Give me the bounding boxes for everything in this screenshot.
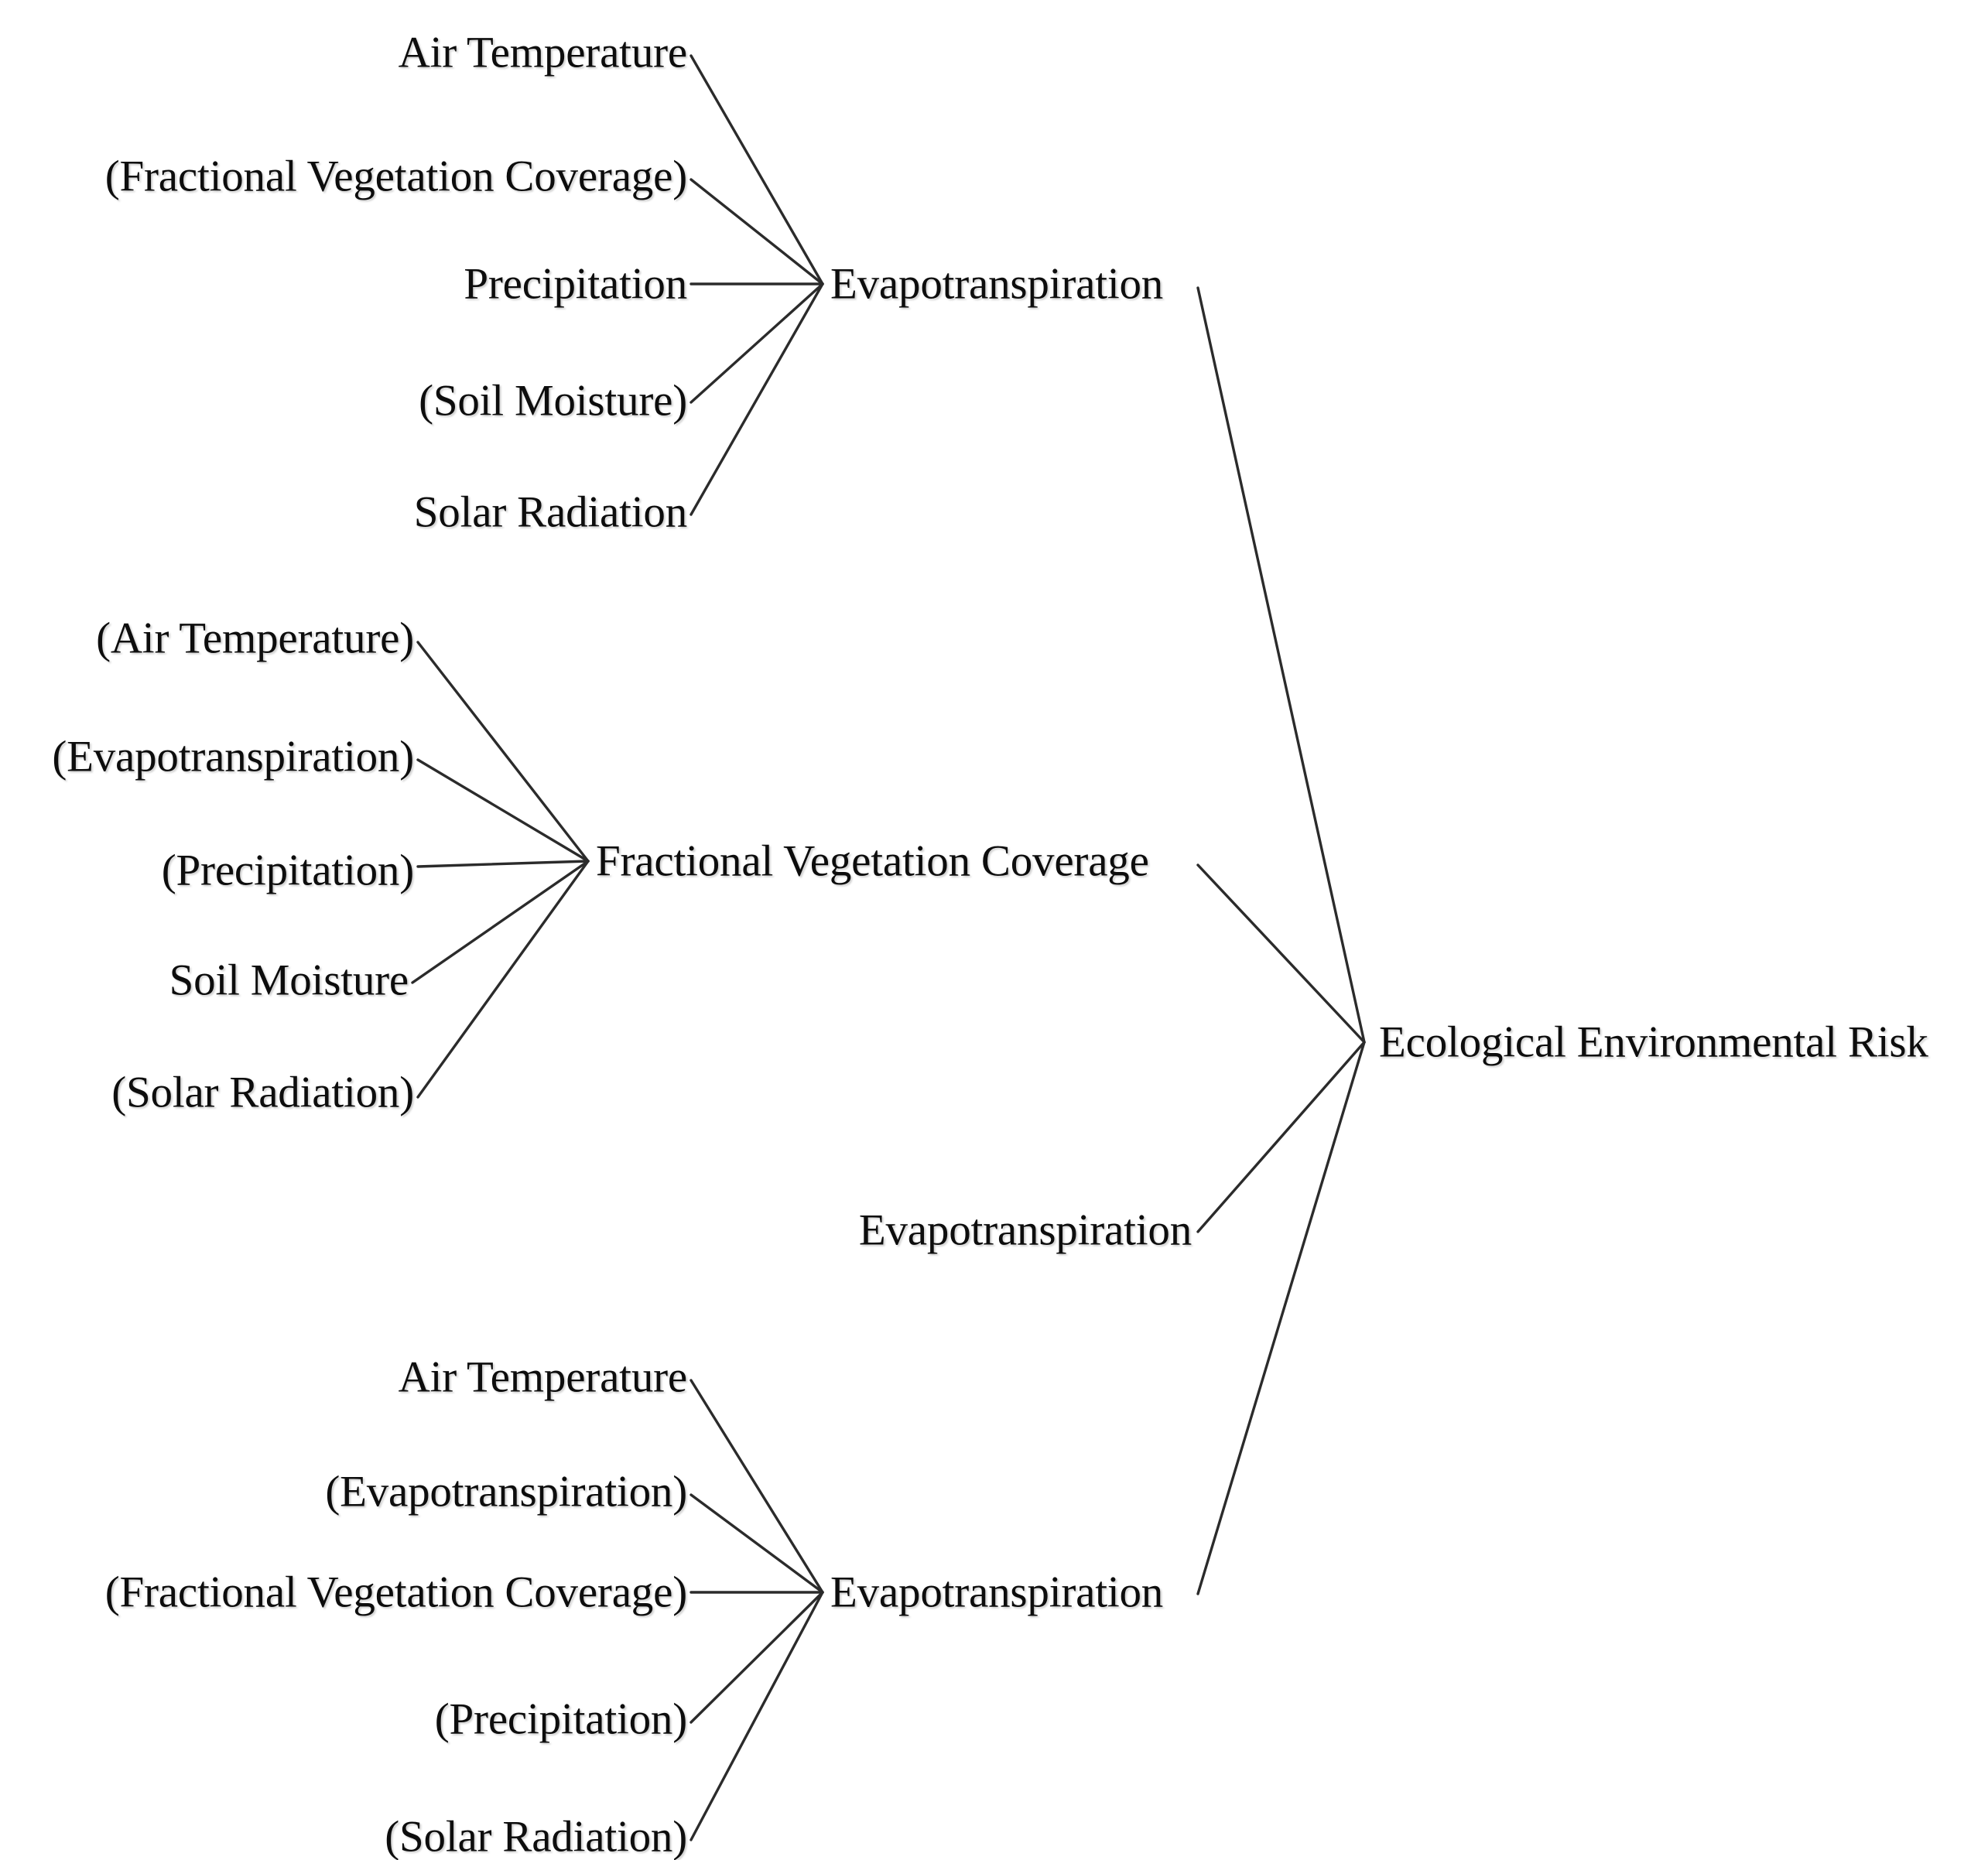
hub-label-evapotranspiration-bottom: Evapotranspiration: [830, 1568, 1164, 1617]
edge-air-temperature-to-fvc: [416, 641, 590, 863]
leaf-label-air-temperature-bottom: Air Temperature: [398, 1352, 688, 1402]
leaf-label-evapotranspiration-bottom: (Evapotranspiration): [325, 1467, 687, 1516]
edge-evapotranspiration-to-evapotranspiration-bottom: [689, 1493, 824, 1594]
edge-fvc-to-root: [1196, 863, 1366, 1044]
edge-solar-radiation-to-evapotranspiration-top: [689, 282, 824, 516]
leaf-label-solar-radiation-top: Solar Radiation: [413, 487, 687, 537]
edge-soil-moisture-to-evapotranspiration-top: [689, 282, 824, 404]
leaf-label-solar-radiation-bottom: (Solar Radiation): [385, 1812, 687, 1860]
leaf-label-soil-moisture-top: (Soil Moisture): [419, 376, 687, 426]
edge-precipitation-to-evapotranspiration-bottom: [689, 1591, 824, 1724]
leaf-label-fractional-vegetation-coverage-bottom: (Fractional Vegetation Coverage): [104, 1568, 687, 1617]
edge-solar-radiation-to-fvc: [416, 860, 590, 1099]
edge-solar-radiation-to-evapotranspiration-bottom: [689, 1591, 824, 1841]
edge-fvc-to-evapotranspiration-top: [689, 178, 824, 285]
edge-evapotranspiration-top-to-root: [1196, 286, 1366, 1044]
edge-precipitation-to-fvc: [416, 860, 590, 868]
leaf-label-air-temperature-top: Air Temperature: [398, 28, 688, 77]
hub-label-evapotranspiration-top: Evapotranspiration: [830, 259, 1164, 309]
edge-evapotranspiration-bottom-to-root: [1196, 1041, 1366, 1595]
leaf-label-fractional-vegetation-coverage-top: (Fractional Vegetation Coverage): [104, 152, 687, 201]
edge-evapotranspiration-mid-to-root: [1196, 1041, 1366, 1233]
leaf-label-evapotranspiration-standalone: Evapotranspiration: [858, 1205, 1192, 1255]
leaf-label-air-temperature-middle: (Air Temperature): [96, 614, 414, 663]
edge-evapotranspiration-to-fvc: [416, 758, 590, 863]
leaf-label-precipitation-middle: (Precipitation): [161, 846, 414, 895]
leaf-label-precipitation-top: Precipitation: [464, 259, 687, 309]
root-label-ecological-environmental-risk: Ecological Environmental Risk: [1379, 1017, 1928, 1067]
leaf-label-evapotranspiration-middle: (Evapotranspiration): [52, 732, 414, 781]
leaf-label-solar-radiation-middle: (Solar Radiation): [111, 1068, 414, 1117]
leaf-label-soil-moisture-middle: Soil Moisture: [169, 956, 409, 1005]
edge-air-temperature-to-evapotranspiration-bottom: [689, 1379, 824, 1594]
edge-air-temperature-to-evapotranspiration-top: [689, 54, 824, 285]
hub-label-fractional-vegetation-coverage: Fractional Vegetation Coverage: [596, 836, 1149, 886]
leaf-label-precipitation-bottom: (Precipitation): [434, 1694, 687, 1744]
edge-soil-moisture-to-fvc: [411, 860, 590, 984]
